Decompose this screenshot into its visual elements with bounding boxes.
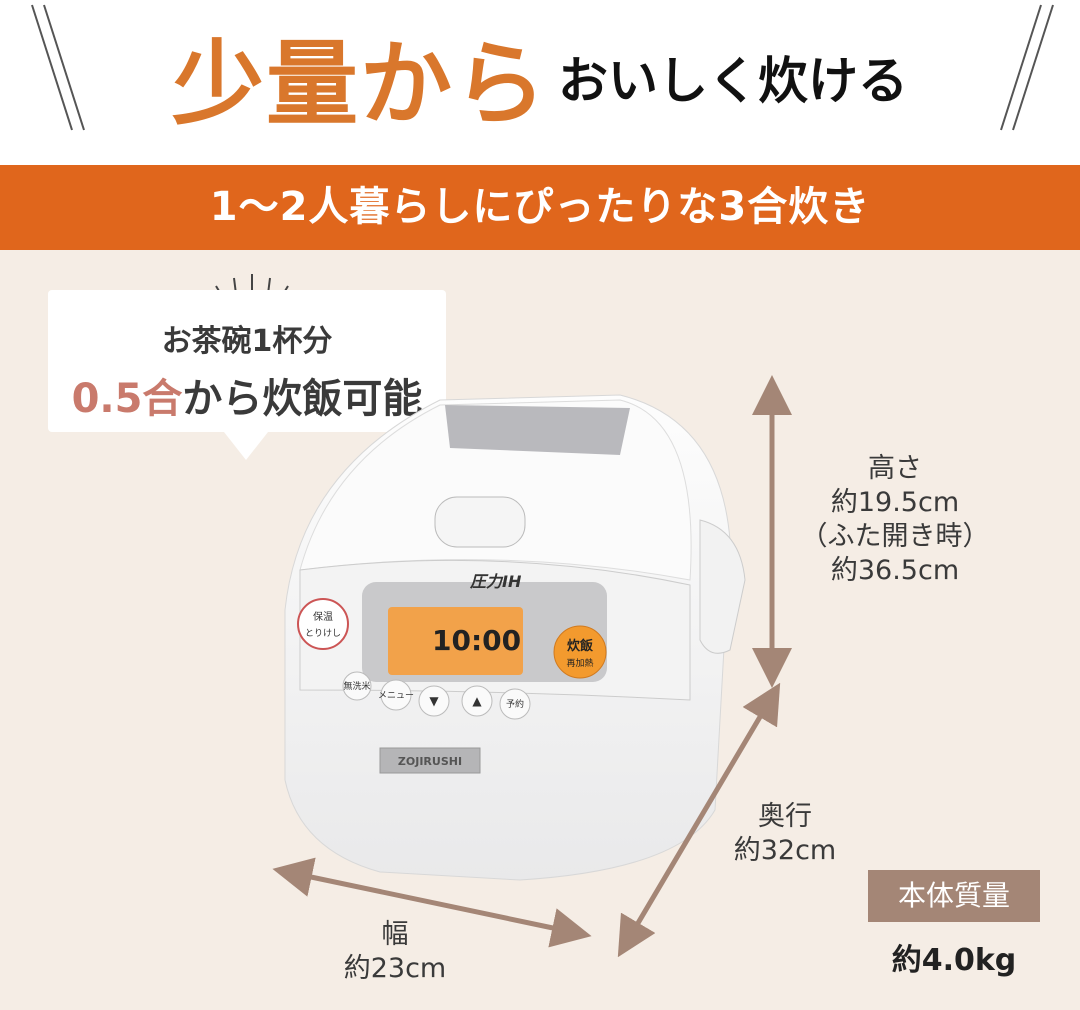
title-emphasis: 少量から	[171, 30, 548, 138]
svg-text:とりけし: とりけし	[305, 628, 341, 639]
brand-plate	[379, 747, 481, 774]
depth-label: 奥行 約32cm	[733, 801, 837, 866]
model-logo: 圧力IH	[469, 572, 522, 591]
svg-text:保温: 保温	[313, 610, 333, 623]
svg-text:ZOJIRUSHI: ZOJIRUSHI	[398, 755, 462, 768]
steam-vent	[445, 405, 630, 455]
svg-text:▲: ▲	[472, 694, 482, 708]
lcd-display	[388, 607, 523, 675]
rice-cooker: 圧力IH 10:00 保温 とりけし 炊飯 再加熱 無洗米 メニュー ▼ ▲ 予…	[284, 394, 746, 881]
speech-bubble: お茶碗1杯分 0.5合から炊飯可能	[48, 290, 446, 460]
svg-text:無洗米: 無洗米	[343, 680, 370, 692]
bubble-line1: お茶碗1杯分	[161, 324, 333, 359]
width-label: 幅 約23cm	[343, 919, 447, 984]
bubble-line2: 0.5合から炊飯可能	[48, 366, 446, 424]
svg-text:炊飯: 炊飯	[567, 638, 593, 654]
bubble-line2-rest: から炊飯可能	[182, 376, 423, 422]
svg-text:メニュー: メニュー	[378, 691, 414, 701]
header-area	[0, 0, 1080, 165]
mass-value: 約4.0kg	[891, 943, 1017, 978]
display-time: 10:00	[432, 624, 521, 657]
decorative-slashes-right	[1000, 4, 1054, 131]
svg-text:予約: 予約	[506, 698, 524, 710]
depth-arrow	[617, 682, 781, 958]
cook-button	[553, 625, 607, 679]
page-title: 少量からおいしく炊ける	[0, 10, 1080, 143]
handle	[699, 519, 746, 654]
width-arrow	[272, 857, 592, 948]
svg-text:再加熱: 再加熱	[566, 657, 593, 669]
title-rest: おいしく炊ける	[558, 50, 908, 110]
height-label: 高さ 約19.5cm （ふた開き時） 約36.5cm	[800, 453, 990, 586]
capacity-banner: 1〜2人暮らしにぴったりな3合炊き	[0, 165, 1080, 250]
svg-text:▼: ▼	[429, 694, 439, 708]
bubble-highlight: 0.5合	[71, 376, 183, 422]
mass-label: 本体質量	[868, 870, 1040, 922]
decorative-slashes-left	[31, 4, 85, 131]
keep-warm-button	[297, 598, 349, 650]
lid-release-button	[434, 496, 526, 548]
